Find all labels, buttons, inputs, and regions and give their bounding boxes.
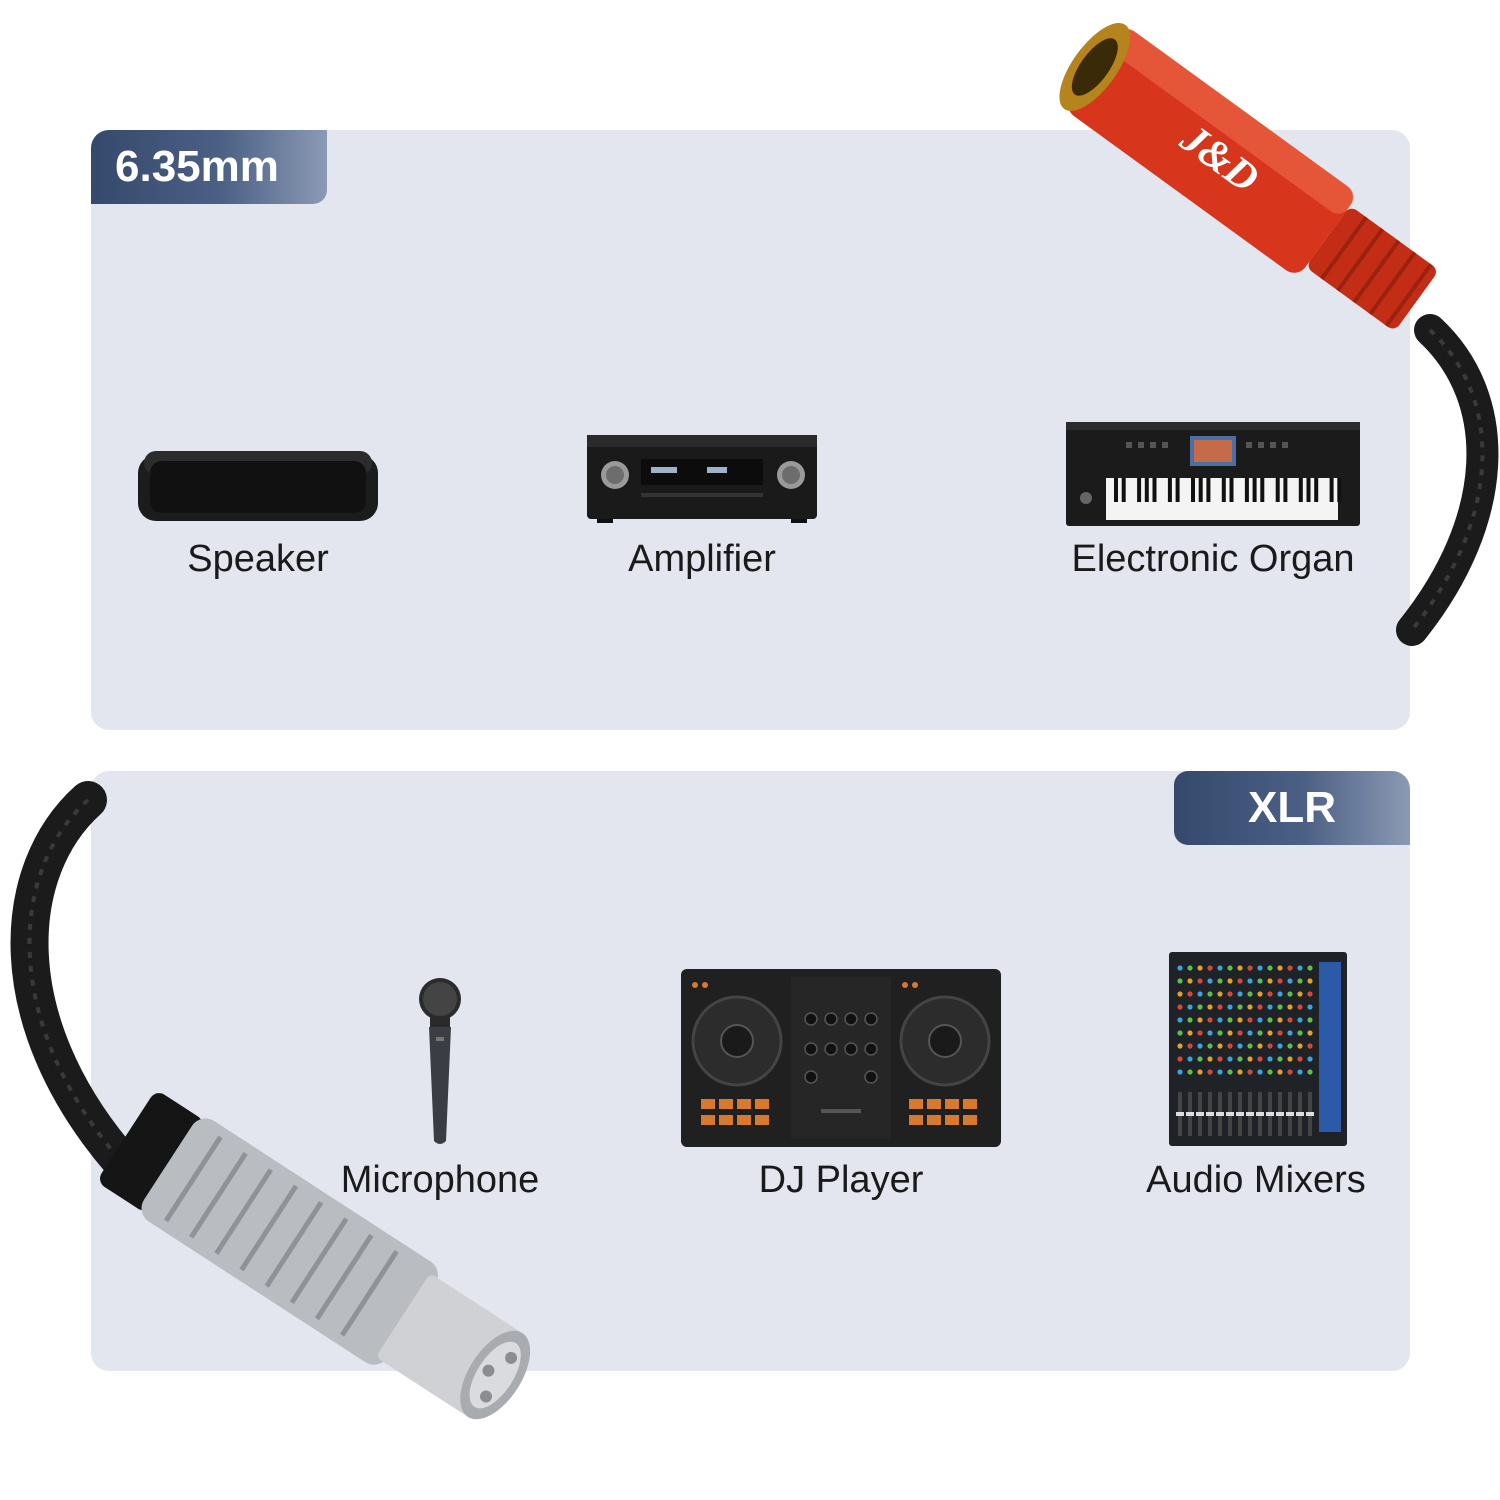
top-panel-6-35mm: 6.35mm Speaker Amplifier [91,130,1410,730]
device-label-dj-player: DJ Player [758,1159,924,1201]
speaker-icon [136,445,380,525]
connector-type-tag-top: 6.35mm [91,130,327,204]
device-label-electronic-organ: Electronic Organ [1071,538,1355,580]
braided-cable-top [1396,314,1499,646]
dj-controller-icon [681,969,1001,1147]
bottom-panel-xlr: XLR Microphone [91,771,1410,1371]
mixer-icon [1169,952,1347,1146]
microphone-icon [416,977,464,1147]
device-label-amplifier: Amplifier [628,538,776,580]
amplifier-icon [587,435,817,523]
device-label-audio-mixers: Audio Mixers [1146,1159,1366,1201]
connector-type-tag-bottom: XLR [1174,771,1410,845]
device-label-speaker: Speaker [187,538,329,580]
keyboard-icon [1066,422,1360,526]
device-label-microphone: Microphone [340,1159,540,1201]
